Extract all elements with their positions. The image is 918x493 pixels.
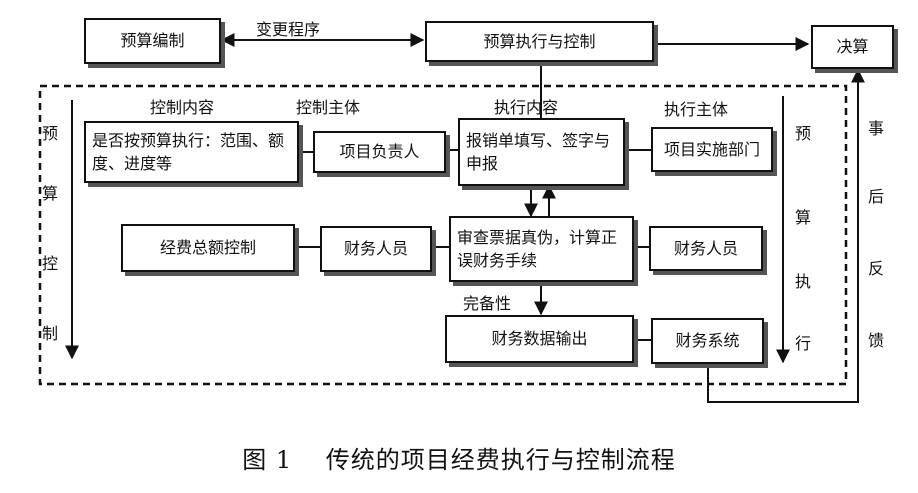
control-subject-label-2: 财务人员 (343, 239, 408, 259)
exec-content-label-2: 审查票据真伪，计算正误财务手续 (457, 227, 618, 270)
exec-control-box: 预算执行与控制 (425, 21, 654, 62)
change-proc-label: 变更程序 (256, 20, 321, 39)
control-content-label-2: 经费总额控制 (159, 238, 256, 258)
budget-prep-box: 预算编制 (84, 18, 221, 64)
exec-content-label-3: 财务数据输出 (491, 329, 588, 349)
control-content-box-1: 是否按预算执行：范围、额度、进度等 (84, 121, 299, 183)
feedback-arrow (707, 68, 865, 403)
header-exec-content: 执行内容 (494, 98, 559, 117)
exec-subject-label-1: 项目实施部门 (663, 139, 760, 159)
dashed-region (38, 84, 848, 386)
header-control-content: 控制内容 (150, 98, 215, 117)
completeness-label: 完备性 (463, 294, 512, 313)
figure-caption: 图 1 传统的项目经费执行与控制流程 (242, 446, 676, 474)
control-content-box-2: 经费总额控制 (121, 224, 295, 272)
exec-subject-box-1: 项目实施部门 (651, 127, 773, 172)
control-subject-box-2: 财务人员 (320, 226, 432, 272)
header-control-subject: 控制主体 (296, 98, 361, 117)
post-feedback-vlabel: 事 后 反 馈 (867, 119, 884, 350)
exec-subject-label-3: 财务系统 (675, 331, 740, 351)
exec-content-box-2: 审查票据真伪，计算正误财务手续 (449, 216, 634, 282)
exec-content-box-1: 报销单填写、签字与申报 (458, 118, 625, 186)
final-accounts-box: 决算 (811, 25, 894, 69)
header-exec-subject: 执行主体 (664, 100, 729, 119)
exec-subject-label-2: 财务人员 (673, 238, 738, 258)
exec-subject-box-2: 财务人员 (649, 226, 763, 271)
exec-content-box-3: 财务数据输出 (445, 315, 634, 363)
budget-control-vlabel: 预 算 控 制 (41, 124, 58, 343)
control-subject-box-1: 项目负责人 (313, 131, 446, 173)
exec-subject-box-3: 财务系统 (651, 318, 764, 364)
exec-content-label-1: 报销单填写、签字与申报 (466, 130, 611, 173)
control-subject-label-1: 项目负责人 (339, 142, 420, 162)
budget-prep-label: 预算编制 (120, 31, 185, 51)
control-content-label-1: 是否按预算执行：范围、额度、进度等 (92, 130, 285, 173)
final-accounts-label: 决算 (836, 37, 869, 57)
exec-control-label: 预算执行与控制 (483, 31, 596, 51)
budget-exec-vlabel: 预 算 执 行 (794, 124, 811, 353)
